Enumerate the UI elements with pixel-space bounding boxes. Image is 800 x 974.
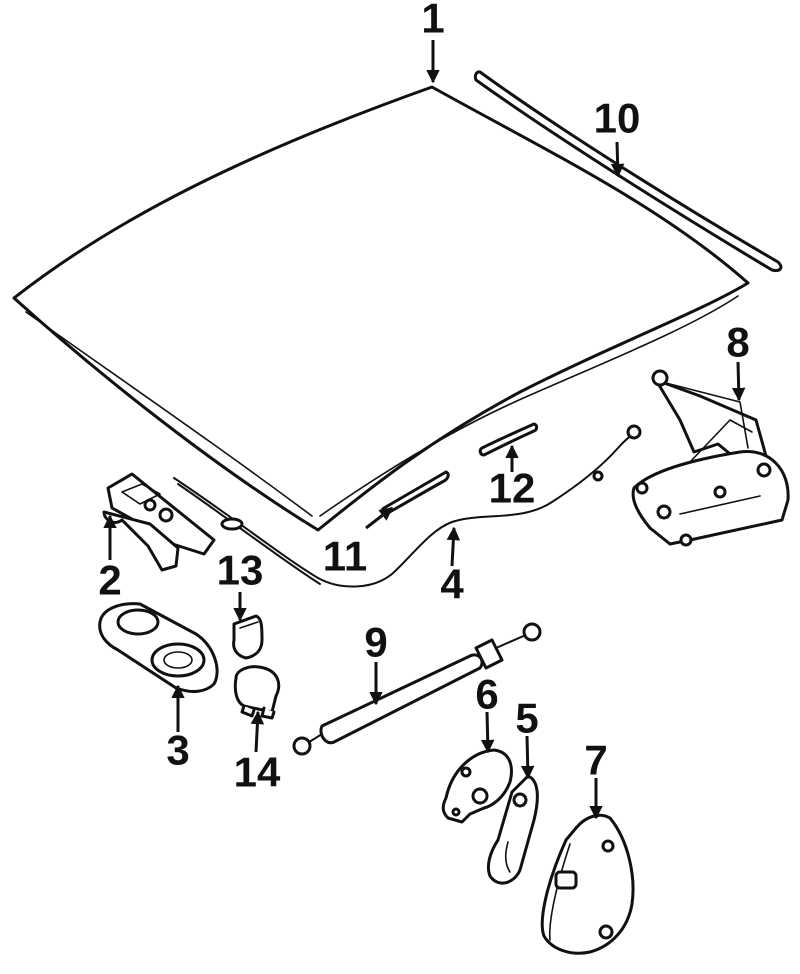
callout-7: 7 (584, 737, 607, 784)
callout-8: 8 (726, 319, 749, 366)
support-strut (292, 622, 542, 756)
hinge-plate (441, 748, 513, 824)
leader-4 (446, 526, 461, 567)
hood-strip-right (478, 422, 539, 457)
callout-4: 4 (440, 561, 464, 608)
leader-10 (610, 141, 625, 178)
callout-1: 1 (421, 0, 444, 42)
callout-labels: 1 2 3 4 5 6 7 8 9 10 11 12 13 14 (98, 0, 749, 796)
leader-6 (480, 711, 495, 754)
callout-3: 3 (166, 727, 189, 774)
callout-5: 5 (515, 695, 538, 742)
callout-leaders (103, 40, 746, 820)
callout-2: 2 (98, 557, 121, 604)
release-cable (173, 424, 642, 588)
callout-11: 11 (323, 533, 367, 580)
leader-11 (365, 506, 394, 530)
callout-12: 12 (489, 465, 536, 512)
leader-5 (520, 735, 535, 780)
hinge-cover (540, 813, 635, 955)
callout-14: 14 (234, 749, 281, 796)
callout-10: 10 (594, 95, 641, 142)
callout-6: 6 (475, 671, 498, 718)
leader-14 (250, 710, 265, 753)
callout-9: 9 (364, 619, 387, 666)
hood-latch (102, 472, 216, 572)
hood-hinge (631, 369, 790, 547)
retainer-clip (233, 665, 281, 720)
latch-bumper (98, 602, 219, 693)
leader-8 (731, 361, 746, 402)
bumper-stop (232, 614, 264, 660)
hinge-arm (486, 774, 539, 885)
callout-13: 13 (217, 547, 264, 594)
hood-strip-left (380, 470, 450, 516)
hood-panel (12, 85, 750, 532)
